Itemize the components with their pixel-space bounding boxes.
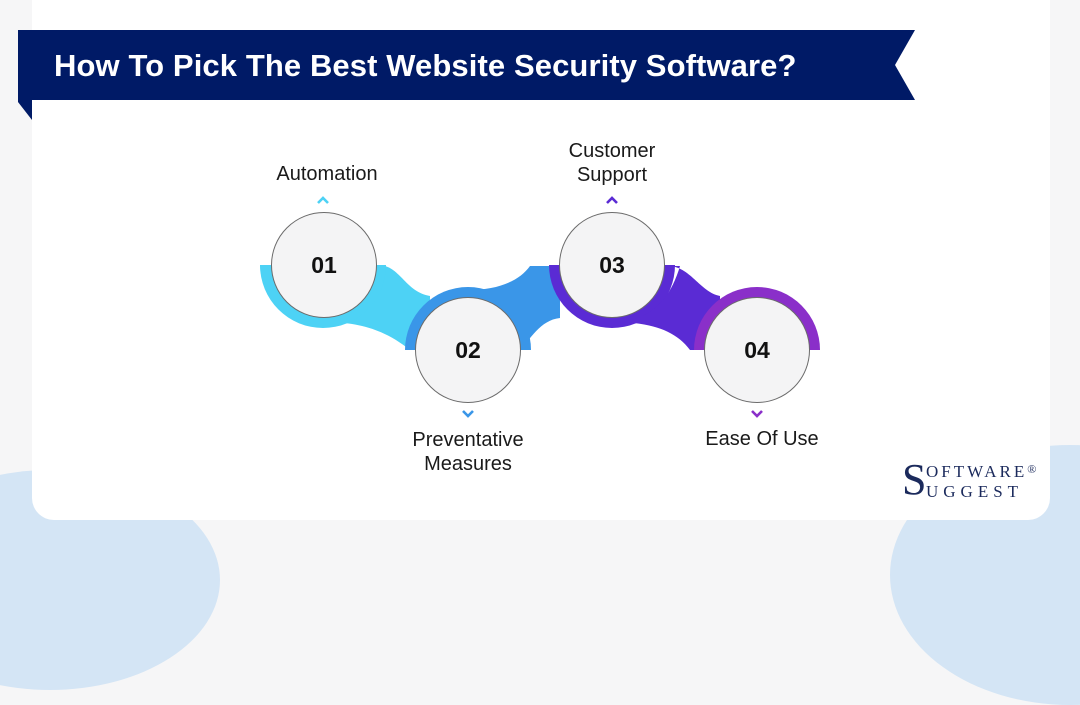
step-circle-01: 01	[271, 212, 377, 318]
chevron-up-icon	[317, 196, 329, 204]
chevron-down-icon	[751, 410, 763, 418]
step-circle-03: 03	[559, 212, 665, 318]
page-title: How To Pick The Best Website Security So…	[54, 48, 797, 83]
step-circle-04: 04	[704, 297, 810, 403]
softwaresuggest-logo: S OFTWARE® UGGEST	[902, 458, 1042, 502]
logo-line-1: OFTWARE®	[926, 462, 1037, 481]
chevron-down-icon	[462, 410, 474, 418]
title-banner: How To Pick The Best Website Security So…	[18, 30, 918, 122]
chevron-up-icon	[606, 196, 618, 204]
logo-initial: S	[902, 455, 927, 504]
logo-line-2: UGGEST	[926, 482, 1024, 501]
step-label-preventative-measures: Preventative Measures	[412, 429, 524, 475]
step-circle-02: 02	[415, 297, 521, 403]
step-label-ease-of-use: Ease Of Use	[705, 428, 819, 450]
banner-ribbon-shape	[18, 30, 915, 120]
step-label-customer-support: Customer Support	[568, 140, 656, 186]
step-label-automation: Automation	[276, 163, 378, 185]
